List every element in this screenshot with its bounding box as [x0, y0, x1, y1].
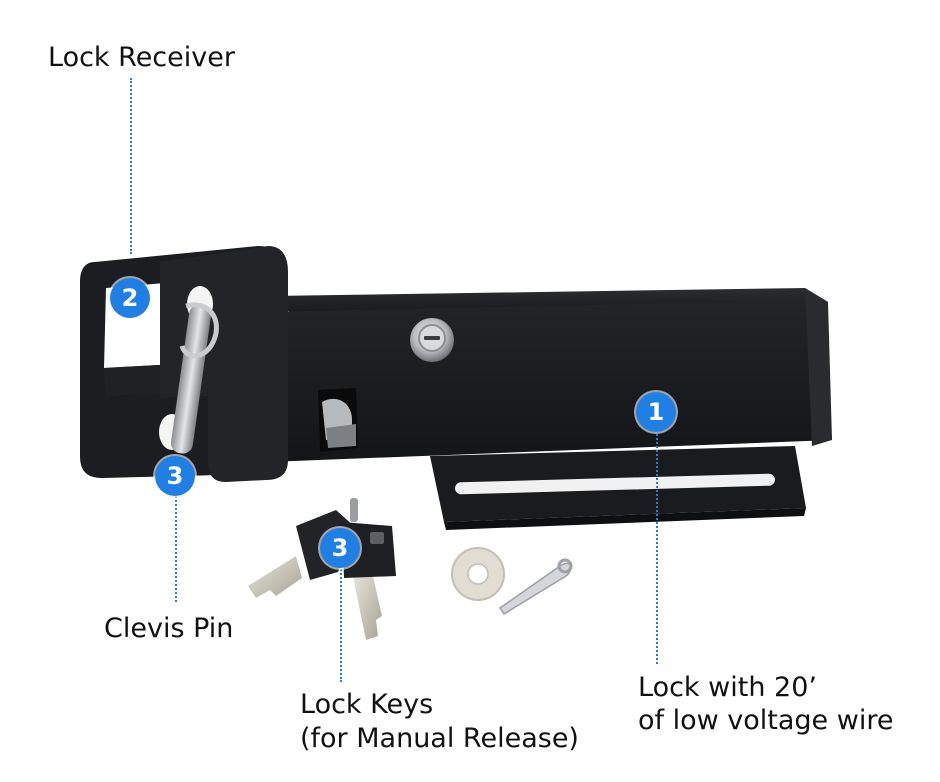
- clevis-pin: [170, 302, 219, 454]
- cotter-pin: [498, 558, 573, 616]
- label-lock-keys-line1: Lock Keys: [300, 689, 434, 720]
- leader-lock: [656, 430, 658, 664]
- leader-lock-keys: [340, 566, 342, 682]
- badge-clevis-pin: 3: [155, 456, 195, 496]
- lock-housing: [262, 288, 832, 530]
- label-lock-line1: Lock with 20’: [638, 672, 817, 703]
- label-lock-line2: of low voltage wire: [638, 705, 894, 736]
- label-lock-keys-line2: (for Manual Release): [300, 723, 579, 754]
- leader-lock-receiver: [130, 78, 132, 254]
- washer: [451, 547, 505, 601]
- key-cylinder: [410, 318, 454, 362]
- leader-clevis-pin: [175, 496, 177, 602]
- badge-keys: 3: [320, 528, 360, 568]
- badge-receiver: 2: [110, 278, 150, 318]
- label-clevis-pin: Clevis Pin: [104, 613, 234, 644]
- lock-keys: [248, 498, 396, 640]
- badge-lock: 1: [636, 392, 676, 432]
- label-lock-receiver: Lock Receiver: [48, 42, 235, 73]
